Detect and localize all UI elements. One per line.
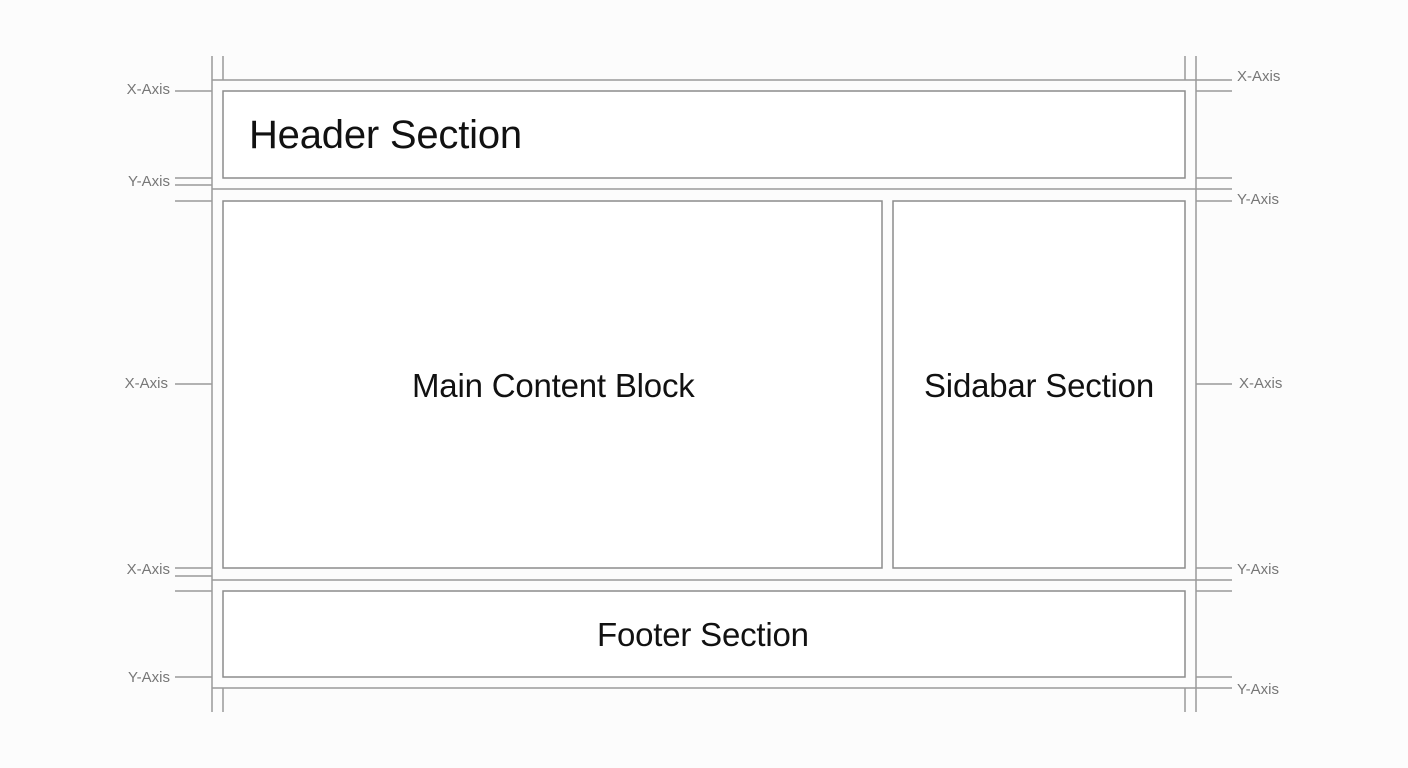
sidebar-box [892,200,1186,569]
footer-box [222,590,1186,678]
header-section-label: Header Section [249,113,522,157]
header-box [222,90,1186,179]
left-axis-label: Y-Axis [128,173,170,190]
footer-section-label: Footer Section [597,616,809,653]
main-content-label: Main Content Block [412,367,695,404]
left-axis-label: X-Axis [126,81,170,98]
right-axis-label: X-Axis [1239,375,1283,392]
sidebar-section-label: Sidabar Section [924,367,1154,404]
right-axis-label: Y-Axis [1237,561,1279,578]
left-axis-label: Y-Axis [128,669,170,686]
main-content-box [222,200,883,569]
right-axis-label: Y-Axis [1237,681,1279,698]
right-axis-label: X-Axis [1237,68,1281,85]
left-axis-label: X-Axis [126,561,170,578]
right-axis-label: Y-Axis [1237,191,1279,208]
left-axis-label: X-Axis [124,375,168,392]
